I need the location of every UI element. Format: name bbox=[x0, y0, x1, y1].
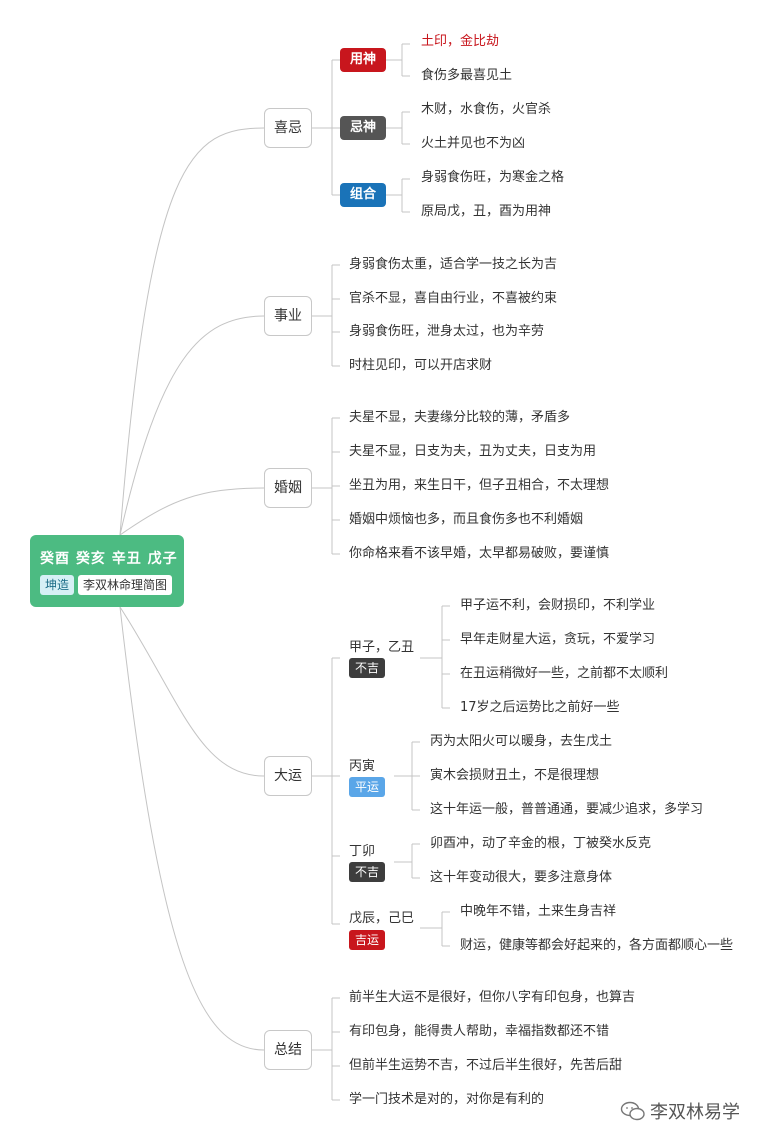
dayun-item: 17岁之后运势比之前好一些 bbox=[460, 700, 620, 715]
zuhe-item: 原局戊，丑，酉为用神 bbox=[421, 204, 552, 219]
dayun-item: 这十年变动很大，要多注意身体 bbox=[430, 870, 613, 885]
yongshen-badge[interactable]: 用神 bbox=[340, 48, 387, 72]
hunyin-item: 夫星不显，日支为夫，丑为丈夫，日支为用 bbox=[349, 444, 597, 459]
dayun-item: 早年走财星大运，贪玩，不爱学习 bbox=[460, 632, 656, 647]
jishen-badge[interactable]: 忌神 bbox=[340, 116, 387, 140]
dayun-period-badge: 平运 bbox=[349, 777, 386, 797]
watermark: 李双林易学 bbox=[620, 1098, 740, 1124]
hunyin-item: 坐丑为用，来生日干，但子丑相合，不太理想 bbox=[349, 478, 610, 493]
zongjie-item: 学一门技术是对的，对你是有利的 bbox=[349, 1092, 545, 1107]
topic-dayun[interactable]: 大运 bbox=[264, 756, 312, 796]
shiye-item: 身弱食伤太重，适合学一技之长为吉 bbox=[349, 257, 558, 272]
shiye-item: 官杀不显，喜自由行业，不喜被约束 bbox=[349, 291, 558, 306]
root-title: 癸酉 癸亥 辛丑 戊子 bbox=[40, 551, 178, 567]
watermark-text: 李双林易学 bbox=[650, 1102, 740, 1123]
wechat-icon bbox=[620, 1101, 645, 1121]
topic-hunyin[interactable]: 婚姻 bbox=[264, 468, 312, 508]
jishen-item: 木财，水食伤，火官杀 bbox=[421, 102, 552, 117]
jishen-item: 火土并见也不为凶 bbox=[421, 136, 526, 151]
dayun-item: 这十年运一般，普普通通，要减少追求，多学习 bbox=[430, 802, 704, 817]
dayun-period-label[interactable]: 甲子，乙丑 bbox=[349, 640, 415, 655]
dayun-item: 在丑运稍微好一些，之前都不太顺利 bbox=[460, 666, 669, 681]
zongjie-item: 有印包身，能得贵人帮助，幸福指数都还不错 bbox=[349, 1024, 610, 1039]
topic-shiye[interactable]: 事业 bbox=[264, 296, 312, 336]
dayun-period-label[interactable]: 丁卯 bbox=[349, 844, 376, 859]
topic-zongjie[interactable]: 总结 bbox=[264, 1030, 312, 1070]
dayun-item: 甲子运不利，会财损印，不利学业 bbox=[460, 598, 656, 613]
gender-tag: 坤造 bbox=[40, 575, 75, 595]
shiye-item: 时柱见印，可以开店求财 bbox=[349, 358, 493, 373]
dayun-item: 丙为太阳火可以暖身，去生戊土 bbox=[430, 734, 613, 749]
shiye-item: 身弱食伤旺，泄身太过，也为辛劳 bbox=[349, 324, 545, 339]
zuhe-item: 身弱食伤旺，为寒金之格 bbox=[421, 170, 565, 185]
zongjie-item: 前半生大运不是很好，但你八字有印包身，也算吉 bbox=[349, 990, 636, 1005]
dayun-period-badge: 不吉 bbox=[349, 862, 386, 882]
yongshen-item: 食伤多最喜见土 bbox=[421, 68, 513, 83]
dayun-period-badge: 不吉 bbox=[349, 658, 386, 678]
dayun-item: 卯酉冲，动了辛金的根，丁被癸水反克 bbox=[430, 836, 652, 851]
dayun-period-badge: 吉运 bbox=[349, 930, 386, 950]
topic-xiji[interactable]: 喜忌 bbox=[264, 108, 312, 148]
chart-name-tag: 李双林命理简图 bbox=[78, 575, 173, 595]
dayun-period-label[interactable]: 丙寅 bbox=[349, 759, 376, 774]
root-node[interactable]: 癸酉 癸亥 辛丑 戊子 坤造 李双林命理简图 bbox=[30, 535, 184, 607]
yongshen-item: 土印，金比劫 bbox=[421, 34, 500, 49]
hunyin-item: 婚姻中烦恼也多，而且食伤多也不利婚姻 bbox=[349, 512, 584, 527]
dayun-item: 财运，健康等都会好起来的，各方面都顺心一些 bbox=[460, 938, 734, 953]
hunyin-item: 你命格来看不该早婚，太早都易破败，要谨慎 bbox=[349, 546, 610, 561]
hunyin-item: 夫星不显，夫妻缘分比较的薄，矛盾多 bbox=[349, 410, 571, 425]
dayun-period-label[interactable]: 戊辰，己巳 bbox=[349, 911, 415, 926]
zuhe-badge[interactable]: 组合 bbox=[340, 183, 387, 207]
dayun-item: 中晚年不错，土来生身吉祥 bbox=[460, 904, 617, 919]
dayun-item: 寅木会损财丑土，不是很理想 bbox=[430, 768, 600, 783]
zongjie-item: 但前半生运势不吉，不过后半生很好，先苦后甜 bbox=[349, 1058, 623, 1073]
